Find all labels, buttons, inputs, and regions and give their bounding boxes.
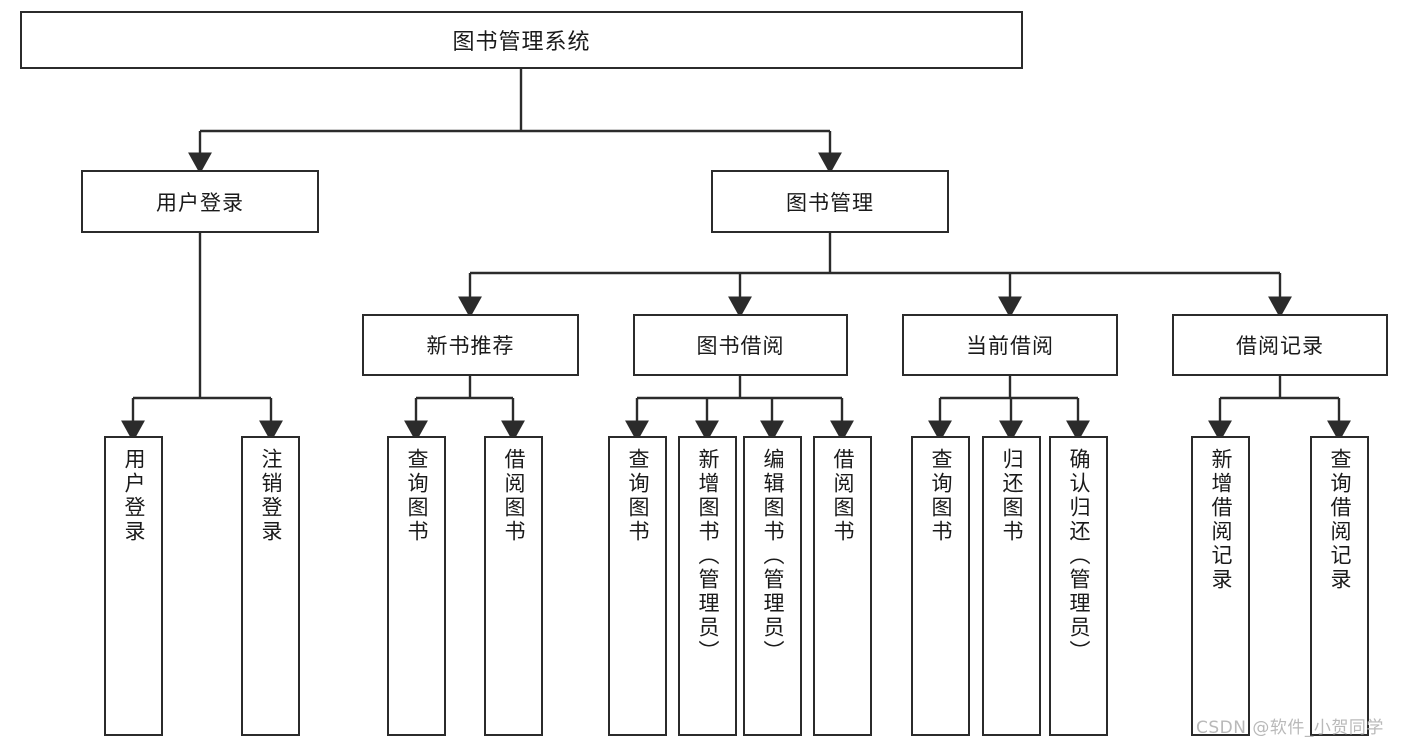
node-book-management-label: 图书管理 <box>786 190 874 215</box>
leaf-borrow-book-newbook[interactable]: 借阅图书 <box>484 436 543 736</box>
node-new-book-recommend[interactable]: 新书推荐 <box>362 314 579 376</box>
leaf-borrow-book-newbook-label: 借阅图书 <box>502 448 526 544</box>
leaf-query-book-borrow-label: 查询图书 <box>626 448 650 544</box>
node-borrow-record-label: 借阅记录 <box>1236 334 1324 358</box>
leaf-edit-book-admin-label: 编辑图书（管理员） <box>761 448 785 664</box>
node-book-management[interactable]: 图书管理 <box>711 170 949 233</box>
leaf-user-login-label: 用户登录 <box>122 448 146 544</box>
node-user-login-label: 用户登录 <box>156 190 244 215</box>
leaf-query-book-newbook-label: 查询图书 <box>405 448 429 544</box>
node-root-label: 图书管理系统 <box>452 30 591 55</box>
leaf-query-book-borrow[interactable]: 查询图书 <box>608 436 667 736</box>
leaf-query-borrow-record[interactable]: 查询借阅记录 <box>1310 436 1369 736</box>
leaf-confirm-return-admin[interactable]: 确认归还（管理员） <box>1049 436 1108 736</box>
leaf-query-book-current[interactable]: 查询图书 <box>911 436 970 736</box>
leaf-return-book[interactable]: 归还图书 <box>982 436 1041 736</box>
node-book-borrow-label: 图书借阅 <box>696 334 785 358</box>
node-borrow-record[interactable]: 借阅记录 <box>1172 314 1388 376</box>
leaf-logout[interactable]: 注销登录 <box>241 436 300 736</box>
leaf-logout-label: 注销登录 <box>259 448 283 544</box>
leaf-user-login[interactable]: 用户登录 <box>104 436 163 736</box>
leaf-query-book-current-label: 查询图书 <box>929 448 953 544</box>
node-current-borrow[interactable]: 当前借阅 <box>902 314 1118 376</box>
leaf-query-book-newbook[interactable]: 查询图书 <box>387 436 446 736</box>
leaf-add-borrow-record-label: 新增借阅记录 <box>1209 448 1233 592</box>
node-user-login[interactable]: 用户登录 <box>81 170 319 233</box>
leaf-borrow-book[interactable]: 借阅图书 <box>813 436 872 736</box>
leaf-borrow-book-label: 借阅图书 <box>831 448 855 544</box>
node-current-borrow-label: 当前借阅 <box>966 334 1054 358</box>
leaf-edit-book-admin[interactable]: 编辑图书（管理员） <box>743 436 802 736</box>
leaf-add-book-admin[interactable]: 新增图书（管理员） <box>678 436 737 736</box>
leaf-return-book-label: 归还图书 <box>1000 448 1024 544</box>
node-book-borrow[interactable]: 图书借阅 <box>633 314 848 376</box>
csdn-watermark: CSDN @软件_小贺同学 <box>1196 718 1384 738</box>
leaf-confirm-return-admin-label: 确认归还（管理员） <box>1067 448 1091 664</box>
leaf-query-borrow-record-label: 查询借阅记录 <box>1328 448 1352 592</box>
node-new-book-recommend-label: 新书推荐 <box>426 334 515 358</box>
node-root[interactable]: 图书管理系统 <box>20 11 1023 69</box>
leaf-add-borrow-record[interactable]: 新增借阅记录 <box>1191 436 1250 736</box>
leaf-add-book-admin-label: 新增图书（管理员） <box>696 448 720 664</box>
